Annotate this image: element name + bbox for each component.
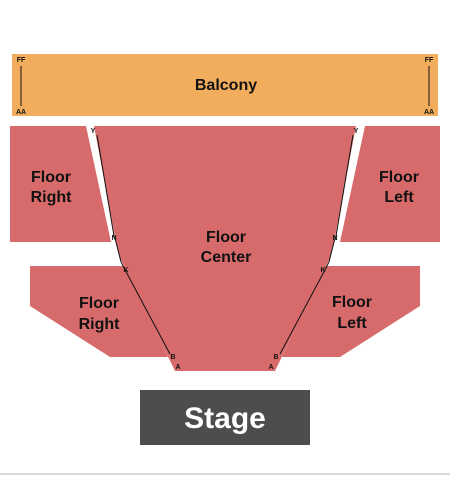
balcony-row-ff-right: FF xyxy=(425,57,434,64)
floor-center-shape[interactable] xyxy=(94,126,356,371)
floor-center-label-line1: Floor xyxy=(206,229,246,246)
row-marker-right-a: A xyxy=(268,364,273,371)
section-floor-center[interactable]: Floor Center Y N K B A Y N K B A xyxy=(91,126,359,371)
row-marker-left-a: A xyxy=(175,364,180,371)
balcony-row-aa-right: AA xyxy=(424,109,434,116)
row-marker-right-b: B xyxy=(273,354,278,361)
floor-left-upper-label-line1: Floor xyxy=(379,169,419,186)
row-marker-left-n: N xyxy=(111,235,116,242)
row-marker-right-k: K xyxy=(320,267,325,274)
row-marker-right-n: N xyxy=(332,235,337,242)
stage: Stage xyxy=(140,390,310,445)
section-floor-left-lower[interactable]: Floor Left xyxy=(282,266,420,357)
balcony-shape[interactable] xyxy=(12,54,438,116)
floor-center-row-line-right xyxy=(279,134,354,355)
floor-right-lower-label-line2: Right xyxy=(79,316,121,333)
section-floor-right-lower[interactable]: Floor Right xyxy=(30,266,168,357)
balcony-row-ff-left: FF xyxy=(17,57,26,64)
balcony-row-aa-left: AA xyxy=(16,109,26,116)
floor-left-upper-label-line2: Left xyxy=(384,189,414,206)
section-floor-right-upper[interactable]: Floor Right xyxy=(10,126,111,242)
floor-right-upper-label-line1: Floor xyxy=(31,169,71,186)
stage-label: Stage xyxy=(184,402,266,435)
balcony-label: Balcony xyxy=(195,77,257,94)
row-marker-left-y: Y xyxy=(91,128,96,135)
floor-left-lower-label-line1: Floor xyxy=(332,294,372,311)
floor-right-lower-label-line1: Floor xyxy=(79,295,119,312)
floor-left-lower-label-line2: Left xyxy=(337,315,367,332)
section-floor-left-upper[interactable]: Floor Left xyxy=(340,126,440,242)
stage-shape xyxy=(140,390,310,445)
section-balcony[interactable]: FF FF AA AA Balcony xyxy=(12,54,438,116)
floor-center-label-line2: Center xyxy=(201,249,252,266)
floor-right-lower-shape[interactable] xyxy=(30,266,168,357)
floor-left-lower-shape[interactable] xyxy=(282,266,420,357)
row-marker-right-y: Y xyxy=(354,128,359,135)
floor-center-row-line-left xyxy=(96,134,171,355)
floor-right-upper-shape[interactable] xyxy=(10,126,111,242)
row-marker-left-b: B xyxy=(170,354,175,361)
floor-right-upper-label-line2: Right xyxy=(31,189,73,206)
row-marker-left-k: K xyxy=(123,267,128,274)
floor-left-upper-shape[interactable] xyxy=(340,126,440,242)
